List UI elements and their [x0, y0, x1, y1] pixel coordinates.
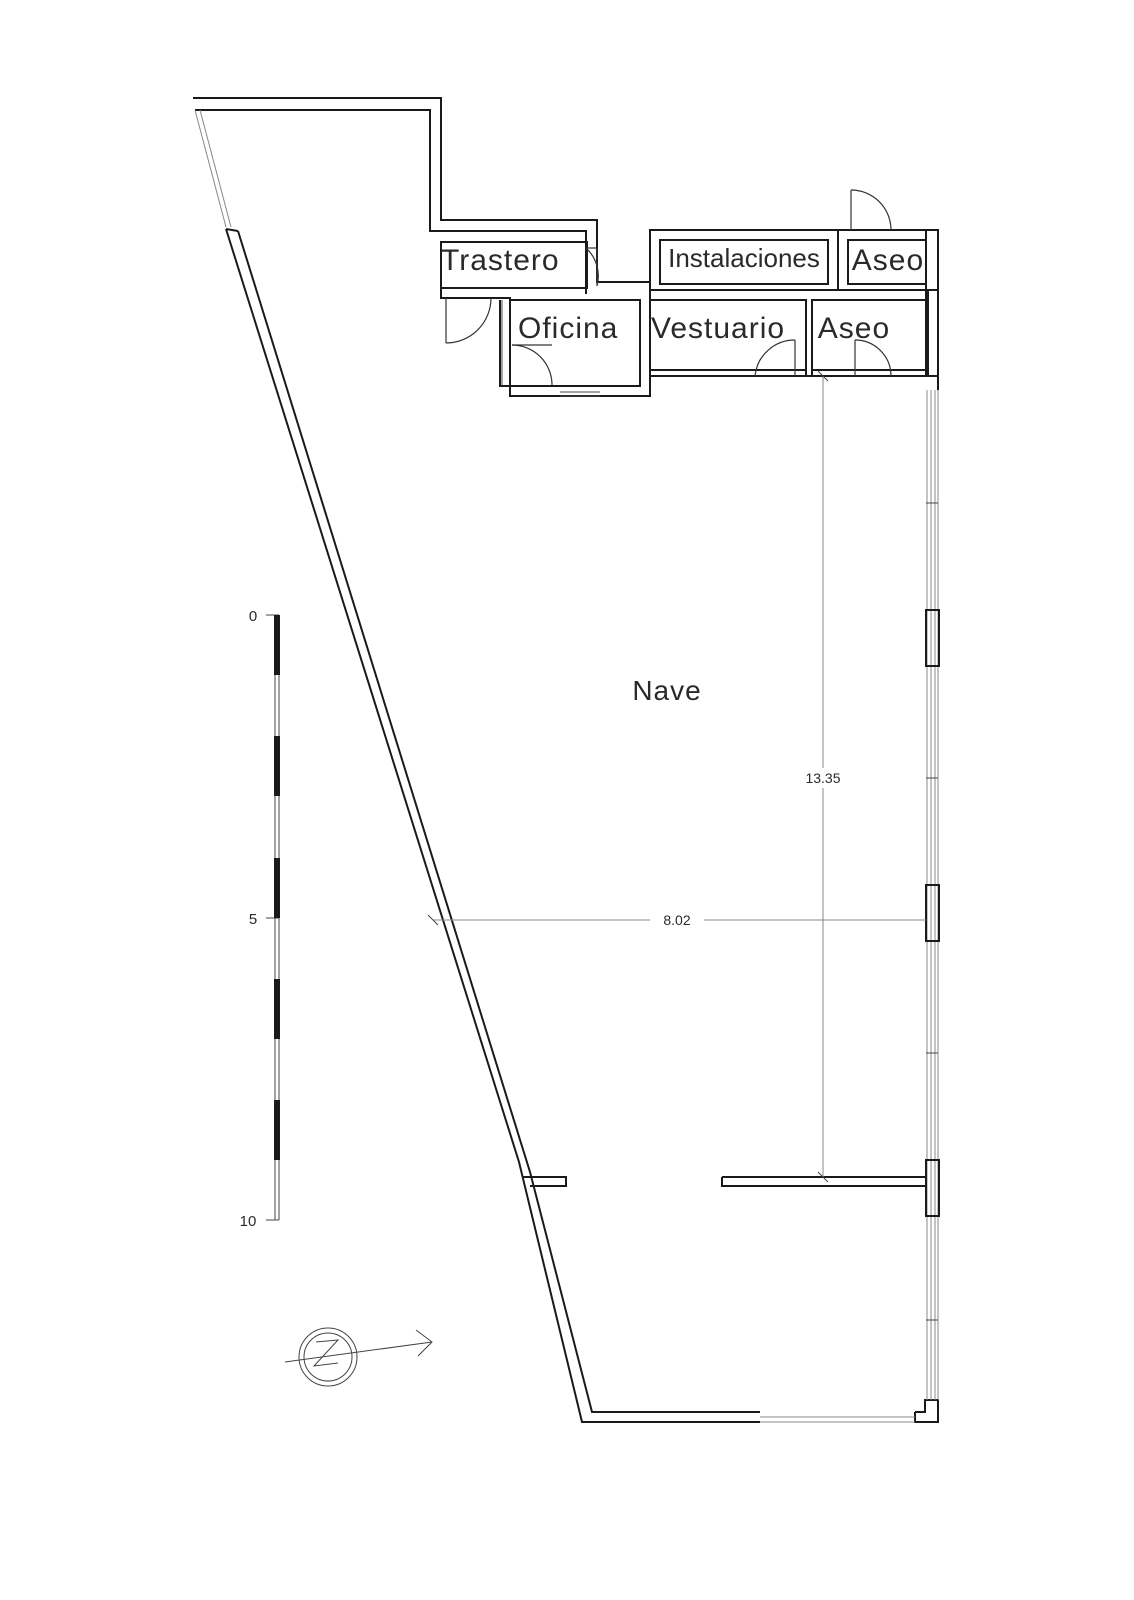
room-labels: Trastero Instalaciones Aseo Oficina Vest…: [441, 243, 924, 706]
room-label-aseo-bottom: Aseo: [818, 312, 890, 345]
room-label-nave: Nave: [632, 675, 701, 706]
room-label-oficina: Oficina: [518, 312, 618, 345]
scale-bar: 0 5 10: [240, 608, 280, 1230]
service-rooms: [440, 229, 939, 397]
scale-label-0: 0: [249, 608, 257, 625]
height-dimension-label: 13.35: [805, 770, 840, 786]
width-dimension-label: 8.02: [663, 912, 690, 928]
outer-walls: [193, 97, 940, 1423]
room-label-trastero: Trastero: [441, 244, 560, 277]
doors: [445, 189, 892, 397]
dimensions: 13.35 8.02: [427, 370, 926, 1183]
room-label-aseo-top: Aseo: [852, 244, 924, 277]
room-label-instalaciones: Instalaciones: [668, 243, 820, 273]
scale-label-5: 5: [249, 911, 257, 928]
room-label-vestuario: Vestuario: [651, 312, 785, 345]
north-arrow-icon: [284, 1327, 433, 1387]
scale-label-10: 10: [240, 1213, 257, 1230]
